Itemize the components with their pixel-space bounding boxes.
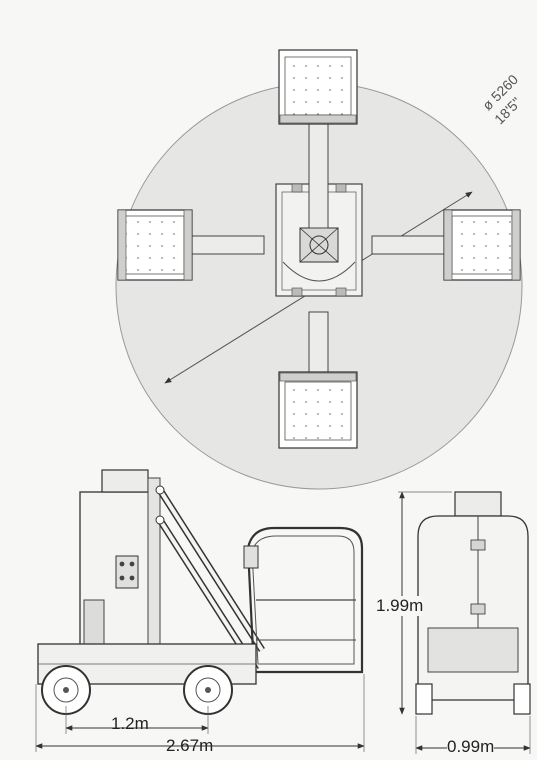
jib-arms	[181, 117, 449, 377]
height-label: 1.99m	[376, 596, 424, 616]
platform-bottom	[278, 371, 358, 449]
mast	[79, 469, 161, 649]
basket	[243, 526, 364, 674]
platform-top	[278, 49, 358, 125]
wheelbase-label: 1.2m	[111, 714, 149, 733]
platform-right	[443, 209, 521, 281]
platform-left	[117, 209, 193, 281]
side-view	[35, 469, 365, 752]
width-label: 0.99m	[447, 737, 495, 757]
boom-arms	[155, 485, 265, 672]
top-view	[115, 49, 523, 490]
rear-view	[398, 491, 531, 754]
chassis-side	[37, 643, 257, 715]
overall-length-label: 2.67m	[166, 736, 214, 755]
